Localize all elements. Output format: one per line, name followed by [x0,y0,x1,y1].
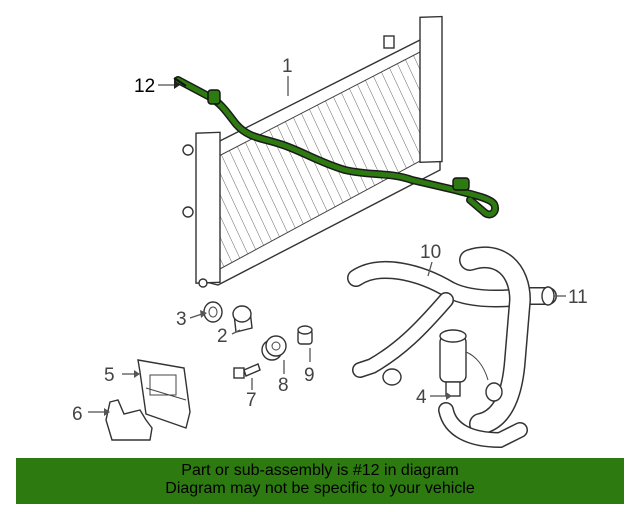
callout-11: 11 [568,287,588,308]
info-banner: Part or sub-assembly is #12 in diagram D… [16,458,624,504]
callout-12[interactable]: 12 [134,76,155,97]
callout-3: 3 [176,309,187,330]
callouts: 1 12 3 2 5 6 7 8 9 10 11 4 [72,56,588,425]
callout-2: 2 [217,326,228,347]
grommet-3[interactable] [203,301,223,323]
callout-6: 6 [72,404,83,425]
callout-7: 7 [246,390,257,411]
hose-12[interactable] [173,76,499,219]
bushing-8[interactable] [261,335,287,361]
callout-1: 1 [282,56,293,77]
parts-diagram: 1 12 3 2 5 6 7 8 9 10 11 4 [72,15,588,449]
callout-4: 4 [416,387,427,408]
callout-5: 5 [104,365,115,386]
hose-assembly-10[interactable] [347,246,557,449]
callout-9: 9 [304,365,315,386]
bolt-7[interactable] [233,363,261,379]
callout-8: 8 [278,375,289,396]
plug-9[interactable] [297,325,313,345]
clamp-6[interactable] [105,399,153,441]
bushing-2[interactable] [232,305,253,333]
water-valve-4[interactable] [439,329,503,402]
bracket-5[interactable] [137,359,191,429]
banner-line-1: Part or sub-assembly is #12 in diagram [181,462,459,479]
radiator[interactable] [182,15,443,288]
leader-lines [88,76,566,416]
banner-line-2: Diagram may not be specific to your vehi… [165,480,475,497]
callout-10: 10 [420,242,441,263]
